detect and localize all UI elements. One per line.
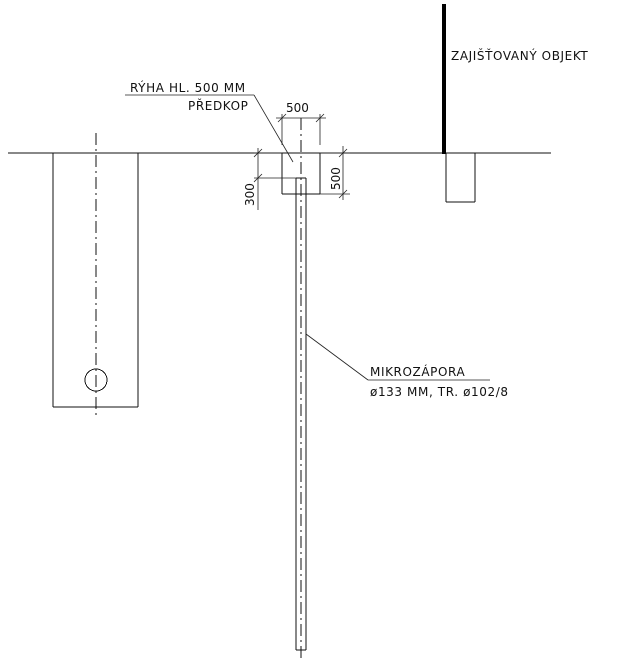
anchor-circle: [84, 368, 108, 392]
pile-label-line1: MIKROZÁPORA: [370, 364, 466, 379]
dimension-label-width: 500: [286, 101, 309, 115]
trench-label-line2: PŘEDKOP: [188, 98, 249, 113]
dimension-trench-depth: 500: [320, 146, 350, 200]
dimension-label-offset: 300: [243, 183, 257, 206]
left-foundation: [52, 133, 139, 418]
micro-pile: [295, 118, 307, 660]
secured-object-label: ZAJIŠŤOVANÝ OBJEKT: [451, 48, 588, 63]
trench-leader: [125, 94, 294, 163]
pile-leader: [305, 333, 490, 381]
trench-label-line1: RÝHA HL. 500 MM: [130, 80, 246, 95]
dimension-trench-offset: 300: [243, 148, 296, 210]
pile-label-line2: ø133 MM, TR. ø102/8: [370, 385, 509, 399]
dimension-label-depth: 500: [329, 167, 343, 190]
dimension-trench-width: 500: [276, 101, 326, 145]
secured-object: [442, 4, 476, 203]
